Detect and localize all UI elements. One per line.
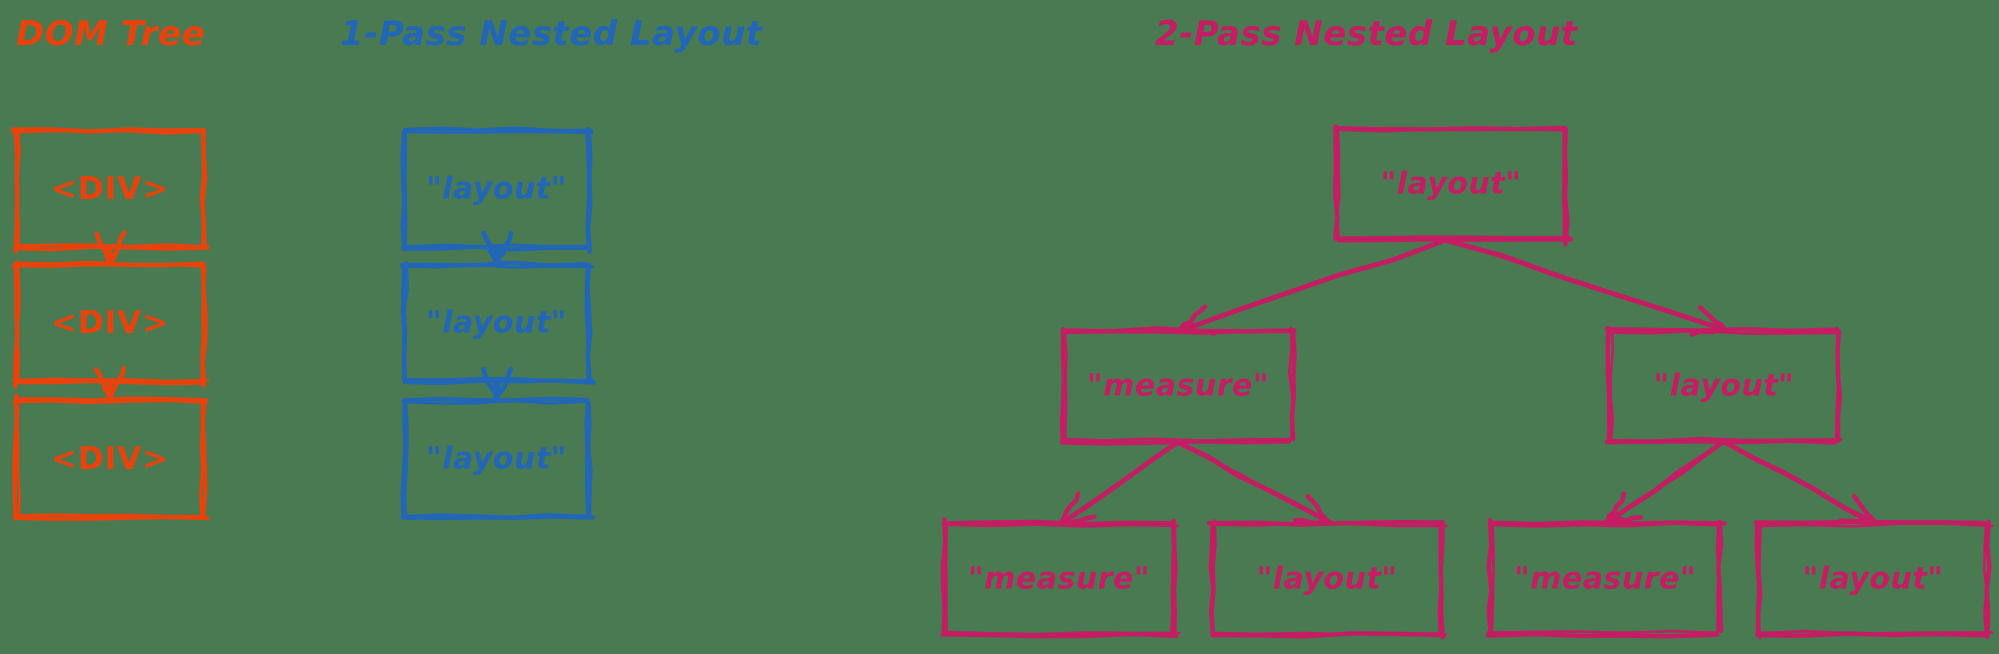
twopass-arrow-root-left-head: [1177, 304, 1208, 333]
twopass-arrow-root-left-head: [1177, 327, 1217, 336]
twopass-arrow-right-b-shaft-2: [1724, 440, 1879, 524]
onepass-node-1-label: "layout": [426, 171, 567, 207]
dom-node-2-label: <DIV>: [50, 305, 170, 341]
twopass-arrow-root-right-shaft-2: [1447, 238, 1729, 332]
onepass-node-2-label: "layout": [426, 305, 567, 341]
onepass-arrow-2-head: [481, 367, 500, 403]
onepass-arrow-2-head: [494, 366, 514, 403]
twopass-arrow-left-b-head: [1305, 493, 1331, 525]
twopass-arrow-left-a-shaft: [1058, 440, 1180, 526]
onepass-arrow-1-head: [481, 230, 500, 267]
twopass-arrow-right-a-shaft: [1604, 438, 1727, 525]
twopass-arrow-root-right-head: [1697, 305, 1729, 333]
dom-arrow-2-head: [108, 366, 126, 403]
dom-arrow-2-shaft: [106, 380, 115, 402]
twopass-arrow-right-b-shaft: [1721, 439, 1877, 527]
onepass-arrow-2-shaft-2: [496, 380, 501, 401]
twopass-l1-left-label: "measure": [1087, 368, 1269, 404]
twopass-arrow-left-a-head: [1058, 491, 1081, 525]
twopass-arrow-root-left-shaft: [1178, 237, 1449, 334]
twopass-root-label: "layout": [1380, 166, 1522, 202]
onepass-arrow-1-shaft-2: [496, 247, 501, 265]
twopass-leaf-3-label: "measure": [1514, 561, 1696, 597]
twopass-arrow-left-a-head: [1058, 514, 1097, 526]
column-title-two-pass-nested-layout: 2-Pass Nested Layout: [1155, 14, 1578, 54]
column-title-one-pass-nested-layout: 1-Pass Nested Layout: [340, 14, 763, 54]
twopass-l1-right-label: "layout": [1653, 368, 1795, 404]
dom-arrow-1-head: [94, 231, 112, 267]
twopass-arrow-right-a-head: [1604, 491, 1627, 526]
dom-arrow-1-shaft-2: [109, 246, 113, 265]
dom-arrow-1-head: [108, 230, 127, 267]
dom-arrow-2-shaft-2: [110, 381, 114, 402]
onepass-arrow-1-head: [495, 231, 514, 267]
twopass-leaf-4-label: "layout": [1802, 561, 1944, 597]
dom-arrow-1-shaft: [106, 245, 114, 267]
dom-arrow-2-head: [93, 367, 113, 403]
twopass-arrow-root-left-shaft-2: [1180, 238, 1451, 331]
twopass-arrow-right-b-head: [1838, 518, 1878, 526]
twopass-arrow-root-right-head: [1689, 327, 1728, 337]
dom-node-3-label: <DIV>: [50, 441, 170, 477]
twopass-arrow-right-a-head: [1604, 515, 1644, 526]
twopass-leaf-1-label: "measure": [968, 561, 1150, 597]
twopass-leaf-2-label: "layout": [1256, 561, 1398, 597]
twopass-arrow-root-right-shaft: [1444, 238, 1730, 333]
twopass-arrow-left-a-shaft-2: [1061, 441, 1181, 524]
onepass-arrow-2-shaft: [492, 379, 501, 402]
twopass-arrow-left-b-head: [1293, 517, 1332, 526]
column-title-dom-tree: DOM Tree: [16, 14, 206, 54]
dom-node-1-label: <DIV>: [50, 171, 170, 207]
twopass-arrow-right-b-head: [1851, 494, 1878, 526]
twopass-arrow-left-b-shaft-2: [1178, 440, 1332, 524]
onepass-arrow-1-shaft: [492, 245, 502, 267]
onepass-node-3-label: "layout": [426, 441, 567, 477]
twopass-arrow-right-a-shaft-2: [1607, 440, 1727, 525]
twopass-arrow-left-b-shaft: [1175, 440, 1333, 525]
